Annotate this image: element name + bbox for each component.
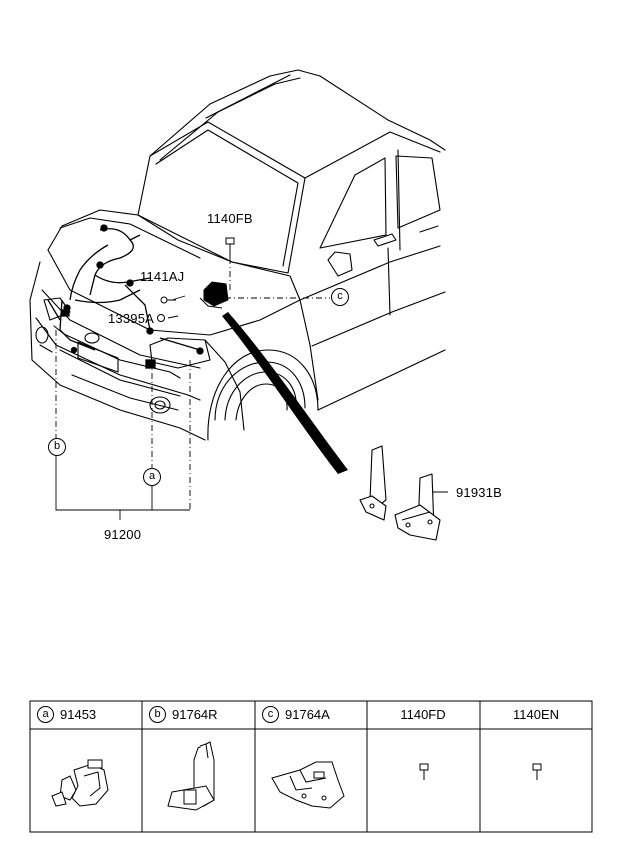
table-header-cell: b 91764R [149,701,253,729]
callout-1141aj: 1141AJ [140,269,185,284]
part-number: 1140EN [512,707,559,722]
part-number: 91453 [60,707,97,722]
parts-table: a 91453 b 91764R c 91764A 1140FD 1140EN [30,701,592,832]
table-header-cell: 1140EN [480,701,592,729]
callout-1140fb: 1140FB [207,211,253,226]
parts-table-grid [29,700,593,833]
bolt-icon [157,237,235,322]
ref-circle-c: c [331,288,349,306]
bolt-1140fd-drawing [419,763,429,780]
callout-13395a: 13395A [108,311,155,326]
ref-circle: a [37,706,54,724]
ref-circle-b: b [48,438,66,456]
part-number: 91764A [285,707,330,722]
detail-pointer [222,312,348,474]
ref-circle: c [262,706,279,724]
callout-91200: 91200 [104,527,142,542]
wiring-harness [47,224,204,369]
callout-91931b: 91931B [456,485,503,500]
part-number: 1140FD [400,707,446,722]
ref-circle-a: a [143,468,161,486]
ref-circle: b [149,706,166,724]
bracket-part [359,445,441,541]
part-91764r-drawing [167,741,215,811]
bolt-1140en-drawing [532,763,542,780]
table-header-cell: a 91453 [37,701,141,729]
table-header-cell: 1140FD [367,701,479,729]
vehicle-illustration [29,69,446,441]
table-header-cell: c 91764A [262,701,366,729]
junction-box [199,281,229,309]
part-number: 91764R [172,707,218,722]
part-91453-drawing [51,759,109,807]
part-91764a-drawing [271,761,345,809]
leader-lines [55,258,330,510]
